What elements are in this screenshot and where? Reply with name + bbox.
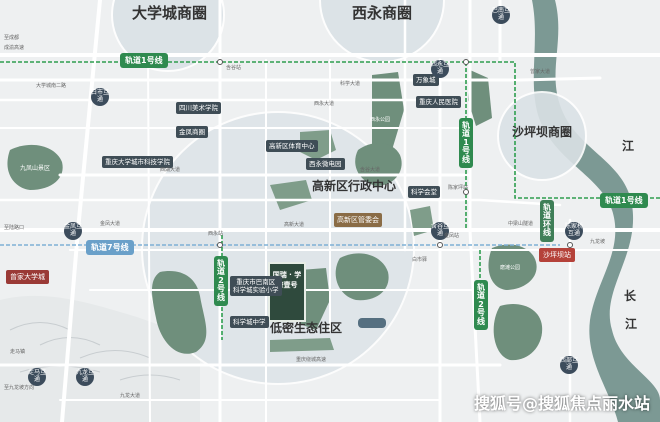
interchange-badge[interactable]: 九龙互通 xyxy=(76,368,94,386)
interchange-badge[interactable]: 金凤互通 xyxy=(64,222,82,240)
road-label: 曾家大道 xyxy=(530,69,551,75)
road-label: 九龙大道 xyxy=(120,393,141,399)
water-patch xyxy=(358,318,386,328)
facility-tag[interactable]: 高新区体育中心 xyxy=(266,140,318,153)
station-dots xyxy=(217,59,573,248)
facility-tag[interactable]: 重庆市巴南区 科学城实验小学 xyxy=(230,276,282,297)
metro-station-label: 金凤站 xyxy=(444,233,460,239)
green-patch xyxy=(152,271,207,354)
green-patch xyxy=(372,72,404,150)
circle-shapingba xyxy=(497,91,587,181)
green-patch xyxy=(7,144,63,190)
road-label: 成渝高速 xyxy=(4,45,25,51)
shapingba-station-tag[interactable]: 沙坪坝站 xyxy=(539,248,575,262)
direction-label: 至陆路口 xyxy=(4,225,25,231)
green-patch xyxy=(335,253,389,301)
interchange-badge[interactable]: 西部互通 xyxy=(560,356,578,374)
road-label: 大学城南二路 xyxy=(36,83,67,89)
jiulong-rail-tag[interactable]: 曾家大学城 xyxy=(6,270,49,284)
road-label: 科学大道 xyxy=(340,81,361,87)
district-eco-residential: 低密生态住区 xyxy=(270,321,343,335)
direction-label: 至成都 xyxy=(4,35,20,41)
metro-line-2-tag[interactable]: 轨道2号线 xyxy=(214,256,228,306)
river-label: 江 xyxy=(622,139,635,153)
interchange-badge[interactable]: 巴南互通 xyxy=(492,6,510,24)
circle-hightech xyxy=(141,111,415,385)
metro-loop-tag[interactable]: 轨道环线 xyxy=(540,200,554,242)
facility-tag[interactable]: 科学会堂 xyxy=(408,186,440,199)
green-patch xyxy=(270,338,334,352)
interchange-badge[interactable]: 西永互通 xyxy=(431,60,449,78)
district-xiyong: 西永商圈 xyxy=(352,4,413,22)
road-label: 白市驿 xyxy=(412,257,428,263)
district-hightech-admin: 高新区行政中心 xyxy=(312,179,397,193)
river xyxy=(532,0,660,422)
facility-tag[interactable]: 西永微电园 xyxy=(306,158,345,171)
metro-line-1-tag[interactable]: 轨道1号线 xyxy=(120,53,168,68)
road-label: 金凤大道 xyxy=(100,221,121,227)
facility-tag[interactable]: 重庆人民医院 xyxy=(416,96,461,109)
river-label: 长 xyxy=(624,289,637,303)
interchange-badge[interactable]: 含谷互通 xyxy=(431,222,449,240)
place-label: 九凤山景区 xyxy=(20,165,51,172)
metro-station-label: 含谷站 xyxy=(226,65,242,71)
green-patch xyxy=(270,180,312,210)
facility-tag[interactable]: 四川美术学院 xyxy=(176,102,221,115)
interchange-badge[interactable]: 白市互通 xyxy=(91,88,109,106)
direction-label: 至九龙坡方向 xyxy=(4,385,35,391)
facility-tag[interactable]: 科学城中学 xyxy=(230,316,269,329)
river-label: 江 xyxy=(625,317,638,331)
place-label: 磨滩公园 xyxy=(500,265,521,271)
metro-station-label: 西永站 xyxy=(208,231,224,237)
interchange-badge[interactable]: 走马互通 xyxy=(28,368,46,386)
road-label: 高新大道 xyxy=(284,222,305,228)
green-patch xyxy=(300,130,336,160)
watermark: 搜狐号@搜狐焦点丽水站 xyxy=(473,394,650,413)
road-label: 含谷大道 xyxy=(360,167,381,173)
road-label: 西永大道 xyxy=(314,101,335,107)
green-patch xyxy=(468,70,492,126)
road-label: 重庆绕城高速 xyxy=(296,357,327,363)
facility-tag[interactable]: 金凤商圈 xyxy=(176,126,208,139)
district-university-city: 大学城商圈 xyxy=(132,4,208,22)
road-label: 走马镇 xyxy=(10,349,26,355)
green-patch xyxy=(300,268,330,330)
interchange-badge[interactable]: 陈家桥互通 xyxy=(565,222,583,240)
metro-line-1-right-tag[interactable]: 轨道1号线 xyxy=(600,193,648,208)
place-label: 西永公园 xyxy=(370,117,391,123)
metro-line-2-right-tag[interactable]: 轨道2号线 xyxy=(474,280,488,330)
district-shapingba: 沙坪坝商圈 xyxy=(512,125,573,139)
project-marker[interactable]: 国瑞 · 学府壹号 xyxy=(268,262,306,322)
facility-tag[interactable]: 万象城 xyxy=(413,74,439,87)
metro-line-7-tag[interactable]: 轨道7号线 xyxy=(86,240,134,255)
road-label: 西湖大道 xyxy=(160,167,181,173)
green-patch xyxy=(488,244,537,290)
road-label: 中梁山隧道 xyxy=(508,221,534,227)
metro-station-label: 陈家坪站 xyxy=(448,185,469,191)
road-label: 九龙坡 xyxy=(590,239,606,245)
hightech-committee-tag[interactable]: 高新区管委会 xyxy=(334,213,382,227)
metro-line-1-vertical-tag[interactable]: 轨道1号线 xyxy=(459,118,473,168)
facility-tag[interactable]: 重庆大学城市科技学院 xyxy=(102,156,173,169)
green-patch xyxy=(493,304,543,361)
